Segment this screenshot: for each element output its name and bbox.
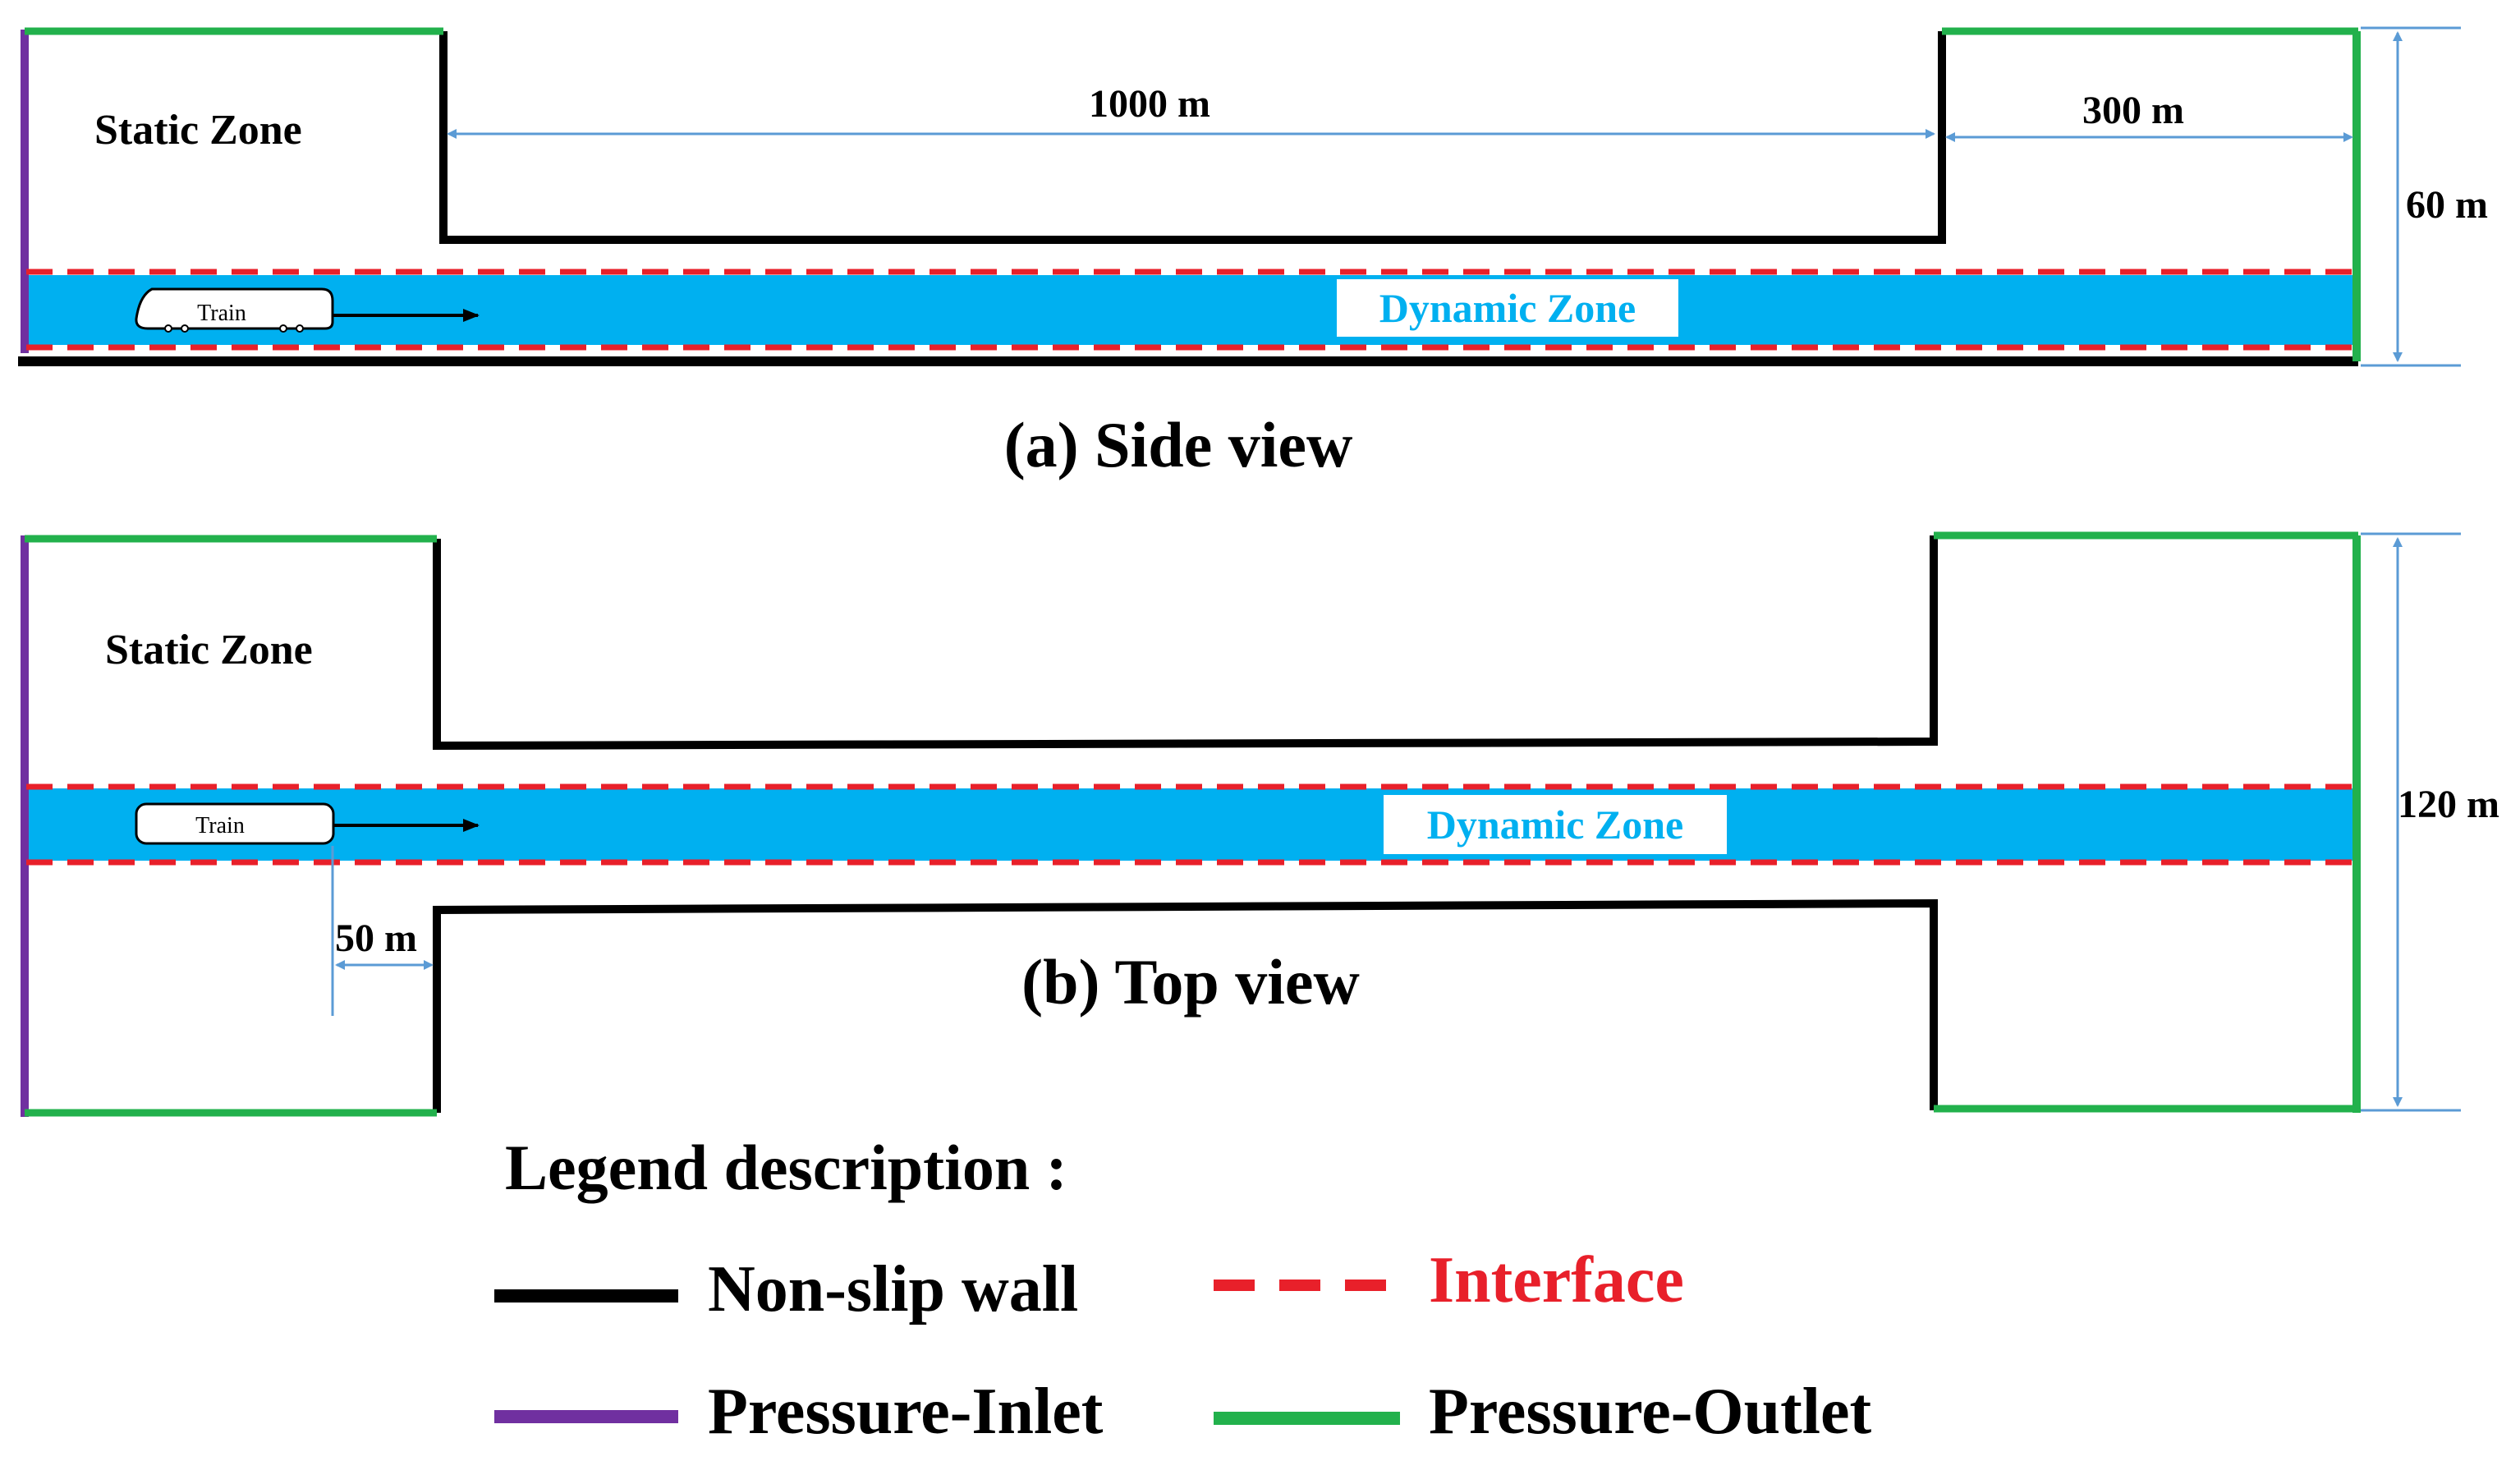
legend-label-interface: Interface (1429, 1244, 1684, 1316)
side-static-zone-label: Static Zone (94, 107, 302, 154)
top-wall-upper (433, 535, 1938, 751)
legend-title: Legend description : (505, 1132, 1067, 1203)
top-train-label: Train (195, 813, 245, 838)
top-view: Static Zone Dynamic Zone Train 50 m 120 … (21, 531, 2499, 1117)
side-view-caption: (a) Side view (1004, 409, 1353, 480)
top-view-caption: (b) Top view (1021, 946, 1360, 1018)
top-dim-50-label: 50 m (335, 917, 417, 960)
top-dynamic-zone-label: Dynamic Zone (1427, 802, 1684, 848)
legend-label-non-slip-wall: Non-slip wall (708, 1253, 1078, 1325)
top-dim-120-label: 120 m (2398, 783, 2499, 826)
side-train: Train (135, 287, 334, 333)
side-dynamic-zone (26, 275, 2357, 345)
side-wall-top (439, 31, 1946, 244)
side-dynamic-label-box (1337, 279, 1678, 337)
top-train: Train (135, 802, 335, 845)
legend-label-pressure-outlet: Pressure-Outlet (1429, 1376, 1872, 1448)
side-dim-300-label: 300 m (2082, 89, 2184, 132)
top-dynamic-label-box (1384, 795, 1727, 854)
side-dim-60-label: 60 m (2406, 183, 2488, 227)
top-static-zone-label: Static Zone (105, 627, 313, 673)
side-train-label: Train (197, 301, 246, 326)
side-dynamic-zone-label: Dynamic Zone (1379, 285, 1636, 331)
side-view: Static Zone Dynamic Zone Train 1000 m 30… (18, 26, 2488, 480)
side-dim-1000-label: 1000 m (1089, 82, 1210, 126)
legend: Legend description : Non-slip wall Inter… (494, 1132, 1872, 1448)
top-wall-lower (433, 898, 1938, 1113)
legend-label-pressure-inlet: Pressure-Inlet (708, 1376, 1104, 1448)
